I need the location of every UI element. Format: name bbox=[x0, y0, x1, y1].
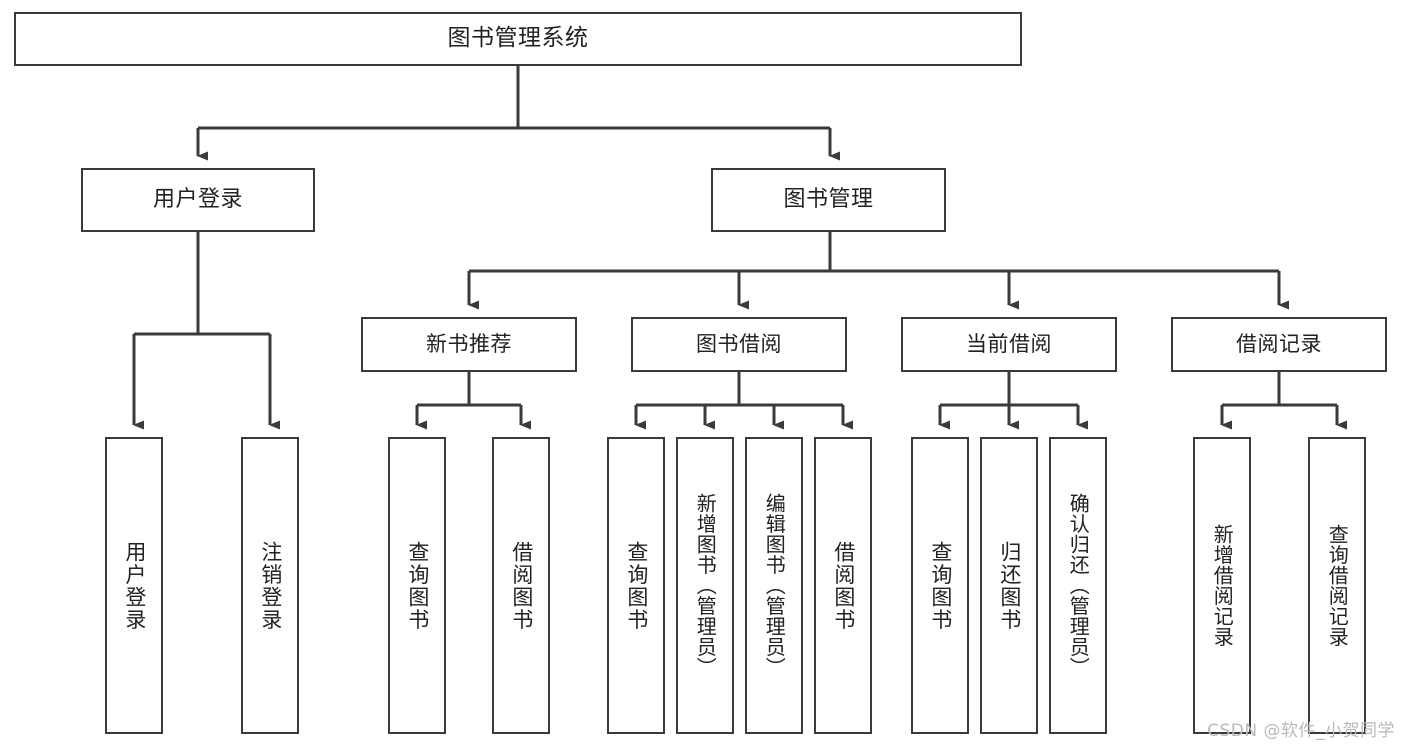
leaf-return-book-label: 归还图书 bbox=[997, 540, 1022, 631]
leaf-return-book[interactable]: 归还图书 bbox=[980, 437, 1038, 734]
leaf-query-book-2-label: 查询图书 bbox=[624, 540, 649, 631]
leaf-user-logout-label: 注销登录 bbox=[258, 540, 283, 631]
leaf-query-book-3-label: 查询图书 bbox=[928, 540, 953, 631]
node-book-borrow-label: 图书借阅 bbox=[696, 331, 782, 356]
leaf-borrow-book-1-label: 借阅图书 bbox=[509, 540, 534, 631]
leaf-query-record-label: 查询借阅记录 bbox=[1325, 524, 1350, 647]
leaf-add-record-label: 新增借阅记录 bbox=[1210, 524, 1235, 647]
node-book-management-label: 图书管理 bbox=[783, 186, 874, 212]
node-user-login[interactable]: 用户登录 bbox=[81, 168, 315, 232]
node-new-book-recommend[interactable]: 新书推荐 bbox=[361, 317, 577, 372]
node-borrow-record-label: 借阅记录 bbox=[1236, 331, 1322, 356]
leaf-query-book-2[interactable]: 查询图书 bbox=[607, 437, 665, 734]
leaf-query-book-1[interactable]: 查询图书 bbox=[388, 437, 446, 734]
leaf-confirm-return-label: 确认归还（管理员） bbox=[1066, 493, 1091, 678]
leaf-user-login-label: 用户登录 bbox=[122, 540, 147, 631]
leaf-user-logout[interactable]: 注销登录 bbox=[241, 437, 299, 734]
leaf-query-book-1-label: 查询图书 bbox=[405, 540, 430, 631]
node-borrow-record[interactable]: 借阅记录 bbox=[1171, 317, 1387, 372]
leaf-user-login[interactable]: 用户登录 bbox=[105, 437, 163, 734]
leaf-add-record[interactable]: 新增借阅记录 bbox=[1193, 437, 1251, 734]
leaf-borrow-book-1[interactable]: 借阅图书 bbox=[492, 437, 550, 734]
node-root-label: 图书管理系统 bbox=[447, 25, 589, 52]
node-user-login-label: 用户登录 bbox=[152, 186, 243, 212]
leaf-edit-book-label: 编辑图书（管理员） bbox=[762, 493, 787, 678]
leaf-confirm-return[interactable]: 确认归还（管理员） bbox=[1049, 437, 1107, 734]
leaf-borrow-book-2-label: 借阅图书 bbox=[831, 540, 856, 631]
node-book-management[interactable]: 图书管理 bbox=[711, 168, 946, 232]
node-new-book-recommend-label: 新书推荐 bbox=[426, 331, 512, 356]
leaf-add-book-label: 新增图书（管理员） bbox=[693, 493, 718, 678]
leaf-query-record[interactable]: 查询借阅记录 bbox=[1308, 437, 1366, 734]
node-current-borrow-label: 当前借阅 bbox=[966, 331, 1052, 356]
node-book-borrow[interactable]: 图书借阅 bbox=[631, 317, 847, 372]
node-current-borrow[interactable]: 当前借阅 bbox=[901, 317, 1117, 372]
leaf-query-book-3[interactable]: 查询图书 bbox=[911, 437, 969, 734]
node-root[interactable]: 图书管理系统 bbox=[14, 12, 1022, 66]
leaf-edit-book[interactable]: 编辑图书（管理员） bbox=[745, 437, 803, 734]
leaf-add-book[interactable]: 新增图书（管理员） bbox=[676, 437, 734, 734]
leaf-borrow-book-2[interactable]: 借阅图书 bbox=[814, 437, 872, 734]
